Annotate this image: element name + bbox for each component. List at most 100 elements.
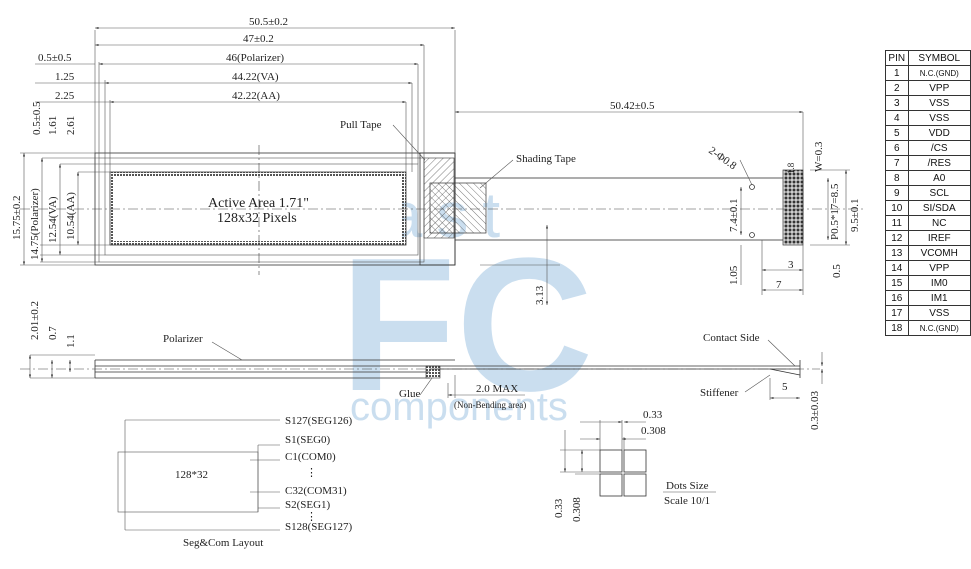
dim-v-15-75: 15.75±0.2 bbox=[11, 195, 23, 240]
shading-tape-label: Shading Tape bbox=[516, 153, 576, 165]
pin-number: 9 bbox=[885, 185, 909, 201]
pin-symbol: N.C.(GND) bbox=[907, 320, 971, 336]
glue-label: Glue bbox=[399, 388, 421, 400]
non-bending-label: (Non-Bending area) bbox=[454, 400, 526, 410]
pin-symbol: IM0 bbox=[907, 275, 971, 291]
pin-number: 17 bbox=[885, 305, 909, 321]
hole-label: 2-Φ0.8 bbox=[706, 145, 739, 173]
seg-s2: S2(SEG1) bbox=[285, 499, 331, 511]
seg-s128: S128(SEG127) bbox=[285, 521, 353, 533]
dim-0-5-right: 0.5 bbox=[831, 264, 843, 278]
top-view bbox=[20, 145, 865, 275]
table-row: 6/CS bbox=[885, 140, 971, 156]
dim-1-1: 1.1 bbox=[65, 334, 77, 348]
side-view bbox=[20, 339, 824, 400]
dim-50-42: 50.42±0.5 bbox=[610, 100, 655, 112]
dim-3-13: 3.13 bbox=[534, 285, 546, 305]
seg-dots-1: ⋮ bbox=[306, 467, 317, 479]
dim-0-5: 0.5±0.5 bbox=[38, 52, 72, 64]
top-dimensions bbox=[35, 26, 804, 172]
dim-1-05: 1.05 bbox=[728, 265, 740, 285]
seg-dots-2: ⋮ bbox=[306, 511, 317, 523]
pin-number: 5 bbox=[885, 125, 909, 141]
pin-symbol: IM1 bbox=[907, 290, 971, 306]
watermark-fc: FC bbox=[340, 219, 593, 431]
dots-size-title: Dots Size bbox=[666, 480, 709, 492]
dim-0-3: 0.3±0.03 bbox=[809, 390, 821, 430]
pin-header: PIN bbox=[885, 50, 909, 66]
pin-number: 14 bbox=[885, 260, 909, 276]
dim-v-0-5: 0.5±0.5 bbox=[31, 101, 43, 135]
pin-number: 15 bbox=[885, 275, 909, 291]
pin-symbol: IREF bbox=[907, 230, 971, 246]
dim-44-22-va: 44.22(VA) bbox=[232, 71, 279, 83]
dot-height-0-308: 0.308 bbox=[571, 497, 583, 522]
table-row: 7/RES bbox=[885, 155, 971, 171]
dim-v-12-54: 12.54(VA) bbox=[47, 196, 59, 243]
com-c32: C32(COM31) bbox=[285, 485, 347, 497]
pin-symbol: VDD bbox=[907, 125, 971, 141]
pin-number: 18 bbox=[885, 320, 909, 336]
stiffener-label: Stiffener bbox=[700, 387, 739, 399]
right-callouts bbox=[392, 124, 850, 305]
contact-side-label: Contact Side bbox=[703, 332, 760, 344]
active-area-pixels: 128x32 Pixels bbox=[217, 211, 297, 226]
dim-v-1-61: 1.61 bbox=[47, 116, 59, 135]
seg-s1: S1(SEG0) bbox=[285, 434, 331, 446]
dim-46-polarizer: 46(Polarizer) bbox=[226, 52, 284, 64]
pin-symbol: VSS bbox=[907, 95, 971, 111]
pin-number: 11 bbox=[885, 215, 909, 231]
pin-symbol: VPP bbox=[907, 260, 971, 276]
seg-s127: S127(SEG126) bbox=[285, 415, 353, 427]
dim-47: 47±0.2 bbox=[243, 33, 274, 45]
dim-3: 3 bbox=[788, 259, 794, 271]
dots-size bbox=[560, 420, 716, 497]
watermark-components: components bbox=[350, 385, 568, 429]
dim-2-25: 2.25 bbox=[55, 90, 75, 102]
dots-scale: Scale 10/1 bbox=[664, 495, 710, 507]
pin-number: 6 bbox=[885, 140, 909, 156]
dim-w-0-3: W=0.3 bbox=[813, 141, 825, 172]
pin-symbol: SCL bbox=[907, 185, 971, 201]
pin-symbol: N.C.(GND) bbox=[907, 65, 971, 81]
dim-7: 7 bbox=[776, 279, 782, 291]
pin-number: 13 bbox=[885, 245, 909, 261]
dim-v-10-54: 10.54(AA) bbox=[65, 192, 77, 240]
pin-symbol: VCOMH bbox=[907, 245, 971, 261]
pin-symbol: /RES bbox=[907, 155, 971, 171]
dim-50-5: 50.5±0.2 bbox=[249, 16, 288, 28]
seg-com-title: Seg&Com Layout bbox=[183, 537, 263, 549]
pin-number: 7 bbox=[885, 155, 909, 171]
pin-number: 1 bbox=[885, 65, 909, 81]
dim-9-5: 9.5±0.1 bbox=[849, 198, 861, 232]
dim-0-7: 0.7 bbox=[47, 326, 59, 340]
pin-symbol: A0 bbox=[907, 170, 971, 186]
dim-v-2-61: 2.61 bbox=[65, 116, 77, 135]
left-dimensions bbox=[20, 152, 110, 266]
pin-symbol: VPP bbox=[907, 80, 971, 96]
dim-2-01: 2.01±0.2 bbox=[29, 301, 41, 340]
pin-symbol: VSS bbox=[907, 305, 971, 321]
pin-number: 8 bbox=[885, 170, 909, 186]
pin-number: 12 bbox=[885, 230, 909, 246]
dim-42-22-aa: 42.22(AA) bbox=[232, 90, 280, 102]
dot-width-0-33: 0.33 bbox=[643, 409, 663, 421]
polarizer-label: Polarizer bbox=[163, 333, 203, 345]
com-c1: C1(COM0) bbox=[285, 451, 336, 463]
dot-width-0-308: 0.308 bbox=[641, 425, 666, 437]
